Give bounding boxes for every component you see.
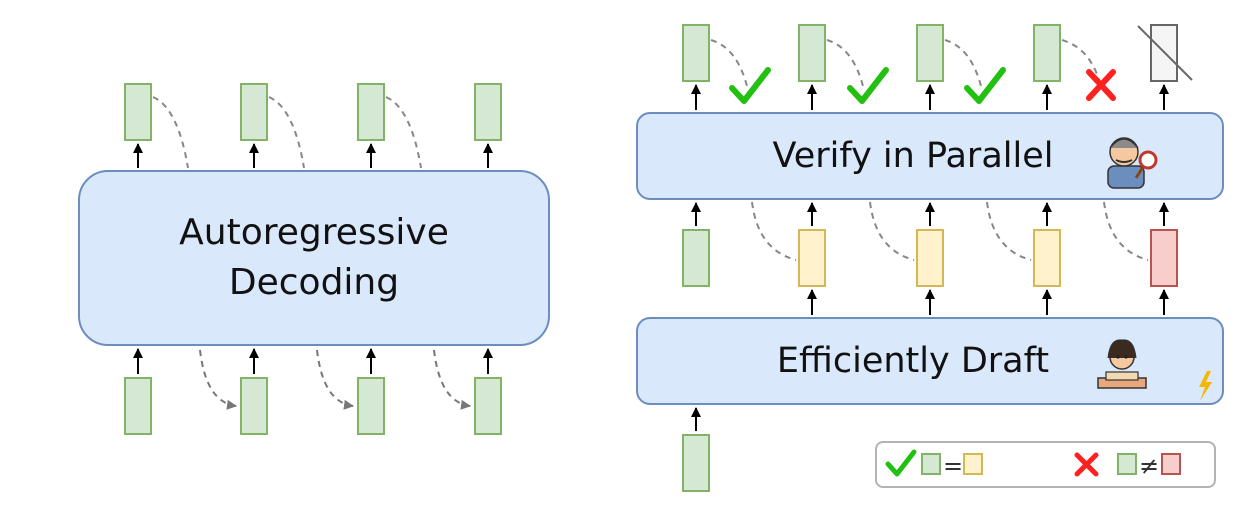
ar-output-token: [474, 83, 502, 141]
draft-token: [916, 229, 944, 287]
verify-dashed-links: [710, 39, 1100, 91]
check-icon: [847, 67, 889, 104]
prefix-token: [682, 229, 710, 287]
draft-label: Efficiently Draft: [776, 341, 1050, 381]
verify-label: Verify in Parallel: [772, 136, 1054, 176]
cross-icon: [1086, 69, 1116, 101]
ar-output-token: [357, 83, 385, 141]
legend-yellow-square: [963, 453, 983, 475]
ar-output-token: [124, 83, 152, 141]
ar-feedback-bottom: [199, 349, 471, 410]
verify-output-arrows: [691, 84, 1169, 110]
ar-input-token: [124, 377, 152, 435]
verify-input-arrows: [691, 202, 1169, 226]
ar-output-arrows: [133, 143, 493, 168]
verifier-emoji-icon: [1107, 137, 1158, 189]
check-icon: [729, 67, 771, 104]
autoregressive-decoding-box: Autoregressive Decoding: [78, 170, 550, 346]
legend-red-square: [1161, 453, 1181, 475]
verified-output-token: [916, 24, 944, 82]
legend-green-square: [1117, 453, 1137, 475]
ar-input-token: [357, 377, 385, 435]
legend-cross-icon: [1074, 452, 1099, 477]
draft-token: [1033, 229, 1061, 287]
draft-output-arrows: [807, 289, 1169, 315]
verified-output-token: [798, 24, 826, 82]
legend-check-icon: [885, 449, 917, 477]
rejected-draft-token: [1150, 229, 1178, 287]
draft-input-token: [682, 434, 710, 492]
ar-output-token: [240, 83, 268, 141]
draft-dashed-links: [751, 201, 1149, 261]
verified-output-token: [1033, 24, 1061, 82]
lightning-icon: [1199, 371, 1212, 401]
ar-input-token: [240, 377, 268, 435]
verified-output-token: [682, 24, 710, 82]
ar-feedback-top: [152, 96, 422, 169]
ar-input-arrows: [133, 348, 493, 374]
ar-input-token: [474, 377, 502, 435]
discard-strike: [1137, 25, 1193, 81]
autoregressive-label-line1: Autoregressive: [179, 212, 449, 253]
legend-green-square: [921, 453, 941, 475]
legend-equal-symbol: =: [943, 452, 963, 480]
check-icon: [964, 67, 1006, 104]
legend-content: [885, 449, 1181, 477]
draft-token: [798, 229, 826, 287]
drafter-emoji-icon: [1097, 339, 1147, 389]
autoregressive-label-line2: Decoding: [228, 262, 400, 303]
legend-not-equal-symbol: ≠: [1139, 452, 1159, 480]
